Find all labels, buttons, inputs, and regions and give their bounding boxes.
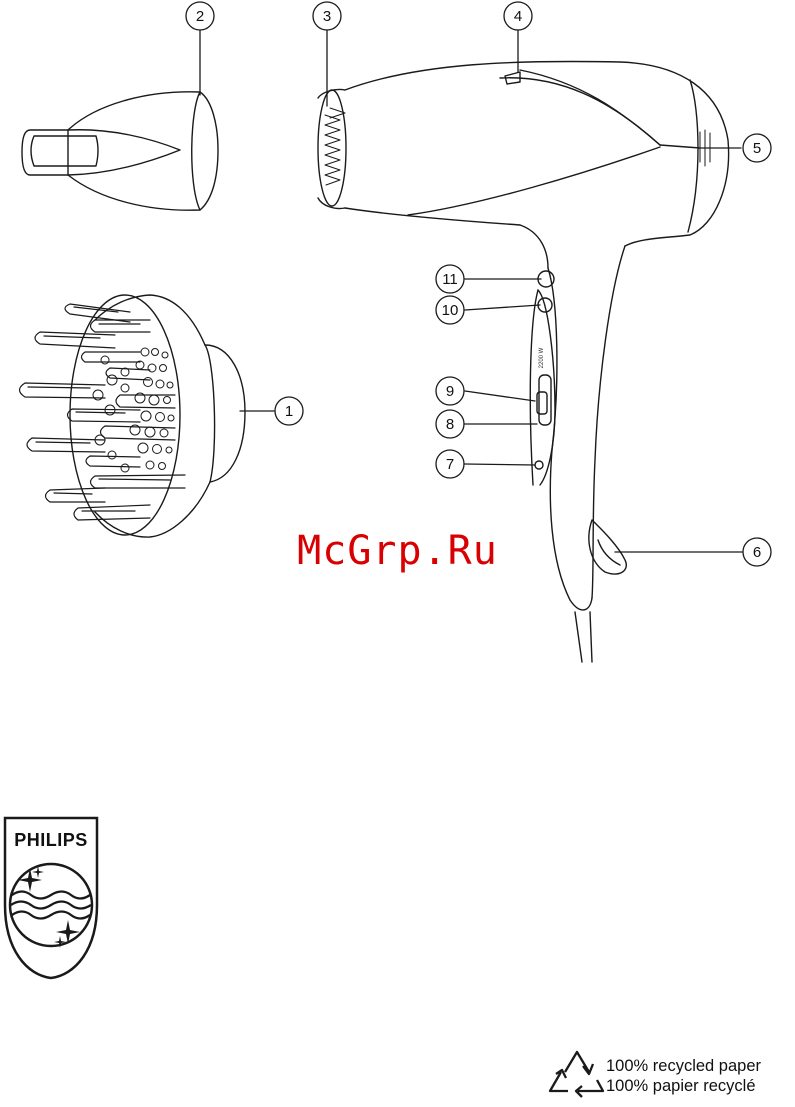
wattage-label: 2200 W xyxy=(539,347,545,368)
svg-text:7: 7 xyxy=(446,456,454,473)
svg-text:9: 9 xyxy=(446,383,454,400)
nozzle-drawing xyxy=(22,92,218,210)
callout-2: 2 xyxy=(186,2,214,30)
recycled-paper-text-fr: 100% papier recyclé xyxy=(606,1077,756,1096)
callout-8: 8 xyxy=(436,410,464,438)
svg-text:8: 8 xyxy=(446,416,454,433)
watermark: McGrp.Ru xyxy=(0,528,795,574)
svg-text:2: 2 xyxy=(196,8,204,25)
callout-7: 7 xyxy=(436,450,464,478)
leader-lines xyxy=(200,30,742,552)
recycle-icon xyxy=(550,1052,603,1097)
svg-text:4: 4 xyxy=(514,8,522,25)
svg-text:10: 10 xyxy=(442,302,459,319)
philips-logo: PHILIPS xyxy=(5,818,97,978)
callout-4: 4 xyxy=(504,2,532,30)
callout-11: 11 xyxy=(436,265,464,293)
svg-text:11: 11 xyxy=(442,271,458,288)
diffuser-drawing xyxy=(20,295,246,537)
callout-5: 5 xyxy=(743,134,771,162)
recycled-paper-text-en: 100% recycled paper xyxy=(606,1057,761,1076)
svg-text:5: 5 xyxy=(753,140,761,157)
callout-9: 9 xyxy=(436,377,464,405)
svg-text:PHILIPS: PHILIPS xyxy=(14,830,88,850)
callout-3: 3 xyxy=(313,2,341,30)
svg-text:1: 1 xyxy=(285,403,293,420)
svg-text:3: 3 xyxy=(323,8,331,25)
callout-1: 1 xyxy=(275,397,303,425)
callout-10: 10 xyxy=(436,296,464,324)
